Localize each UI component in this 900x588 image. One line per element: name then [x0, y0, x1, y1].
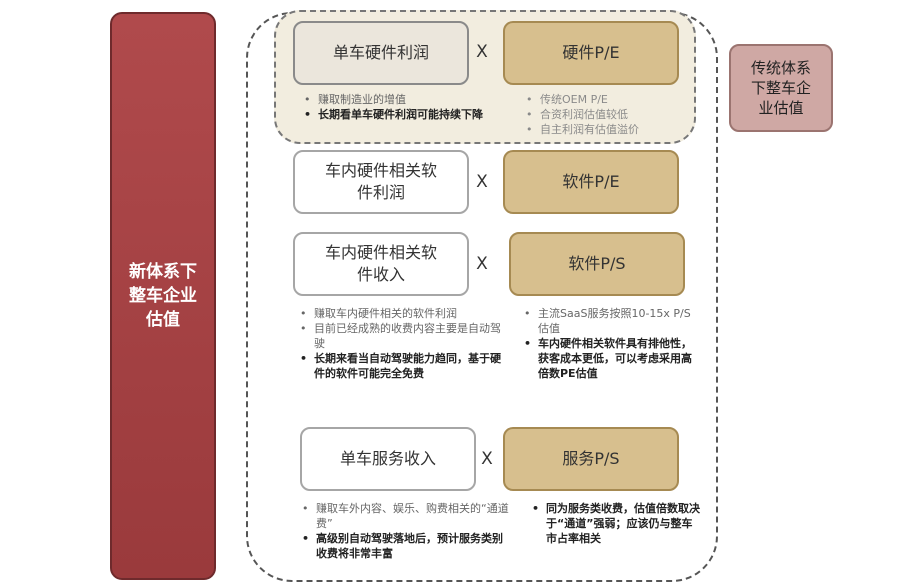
hardware-pe-box: 硬件P/E [503, 21, 679, 85]
new-system-valuation-label: 新体系下 整车企业 估值 [110, 12, 216, 580]
multiply-sign: X [476, 254, 488, 274]
list-item: 赚取车内硬件相关的软件利润 [300, 306, 510, 321]
list-item: 长期看单车硬件利润可能持续下降 [304, 107, 490, 122]
hardware-profit-box: 单车硬件利润 [293, 21, 469, 85]
list-item: 高级别自动驾驶落地后，预计服务类别收费将非常丰富 [302, 531, 512, 561]
software-pe-box: 软件P/E [503, 150, 679, 214]
software-revenue-notes: 赚取车内硬件相关的软件利润 目前已经成熟的收费内容主要是自动驾驶 长期来看当自动… [300, 306, 510, 381]
service-ps-notes: 同为服务类收费，估值倍数取决于“通道”强弱；应该仍与整车市占率相关 [532, 501, 700, 546]
software-revenue-label: 车内硬件相关软 件收入 [324, 243, 437, 284]
list-item: 赚取制造业的增值 [304, 92, 490, 107]
list-item: 主流SaaS服务按照10-15x P/S估值 [524, 306, 696, 336]
hardware-profit-label: 单车硬件利润 [332, 43, 429, 62]
list-item: 车内硬件相关软件具有排他性，获客成本更低，可以考虑采用高倍数PE估值 [524, 336, 696, 381]
service-ps-box: 服务P/S [503, 427, 679, 491]
software-revenue-box: 车内硬件相关软 件收入 [293, 232, 469, 296]
multiply-sign: X [476, 42, 488, 62]
list-item: 赚取车外内容、娱乐、购费相关的“通道费” [302, 501, 512, 531]
hardware-pe-label: 硬件P/E [562, 43, 620, 62]
new-system-valuation-text: 新体系下 整车企业 估值 [129, 262, 197, 330]
traditional-system-valuation-label: 传统体系 下整车企 业估值 [729, 44, 833, 132]
multiply-sign: X [481, 449, 493, 469]
list-item: 传统OEM P/E [526, 92, 686, 107]
service-ps-label: 服务P/S [562, 449, 620, 468]
software-profit-box: 车内硬件相关软 件利润 [293, 150, 469, 214]
list-item: 目前已经成熟的收费内容主要是自动驾驶 [300, 321, 510, 351]
software-pe-label: 软件P/E [562, 172, 620, 191]
software-ps-box: 软件P/S [509, 232, 685, 296]
hardware-profit-notes: 赚取制造业的增值 长期看单车硬件利润可能持续下降 [304, 92, 490, 122]
software-ps-notes: 主流SaaS服务按照10-15x P/S估值 车内硬件相关软件具有排他性，获客成… [524, 306, 696, 381]
software-ps-label: 软件P/S [568, 254, 626, 273]
list-item: 合资利润估值较低 [526, 107, 686, 122]
service-revenue-label: 单车服务收入 [339, 449, 436, 468]
software-profit-label: 车内硬件相关软 件利润 [324, 161, 437, 202]
list-item: 长期来看当自动驾驶能力趋同，基于硬件的软件可能完全免费 [300, 351, 510, 381]
service-revenue-notes: 赚取车外内容、娱乐、购费相关的“通道费” 高级别自动驾驶落地后，预计服务类别收费… [302, 501, 512, 561]
traditional-system-valuation-text: 传统体系 下整车企 业估值 [750, 59, 811, 117]
service-revenue-box: 单车服务收入 [300, 427, 476, 491]
list-item: 自主利润有估值溢价 [526, 122, 686, 137]
multiply-sign: X [476, 172, 488, 192]
list-item: 同为服务类收费，估值倍数取决于“通道”强弱；应该仍与整车市占率相关 [532, 501, 700, 546]
hardware-pe-notes: 传统OEM P/E 合资利润估值较低 自主利润有估值溢价 [526, 92, 686, 137]
